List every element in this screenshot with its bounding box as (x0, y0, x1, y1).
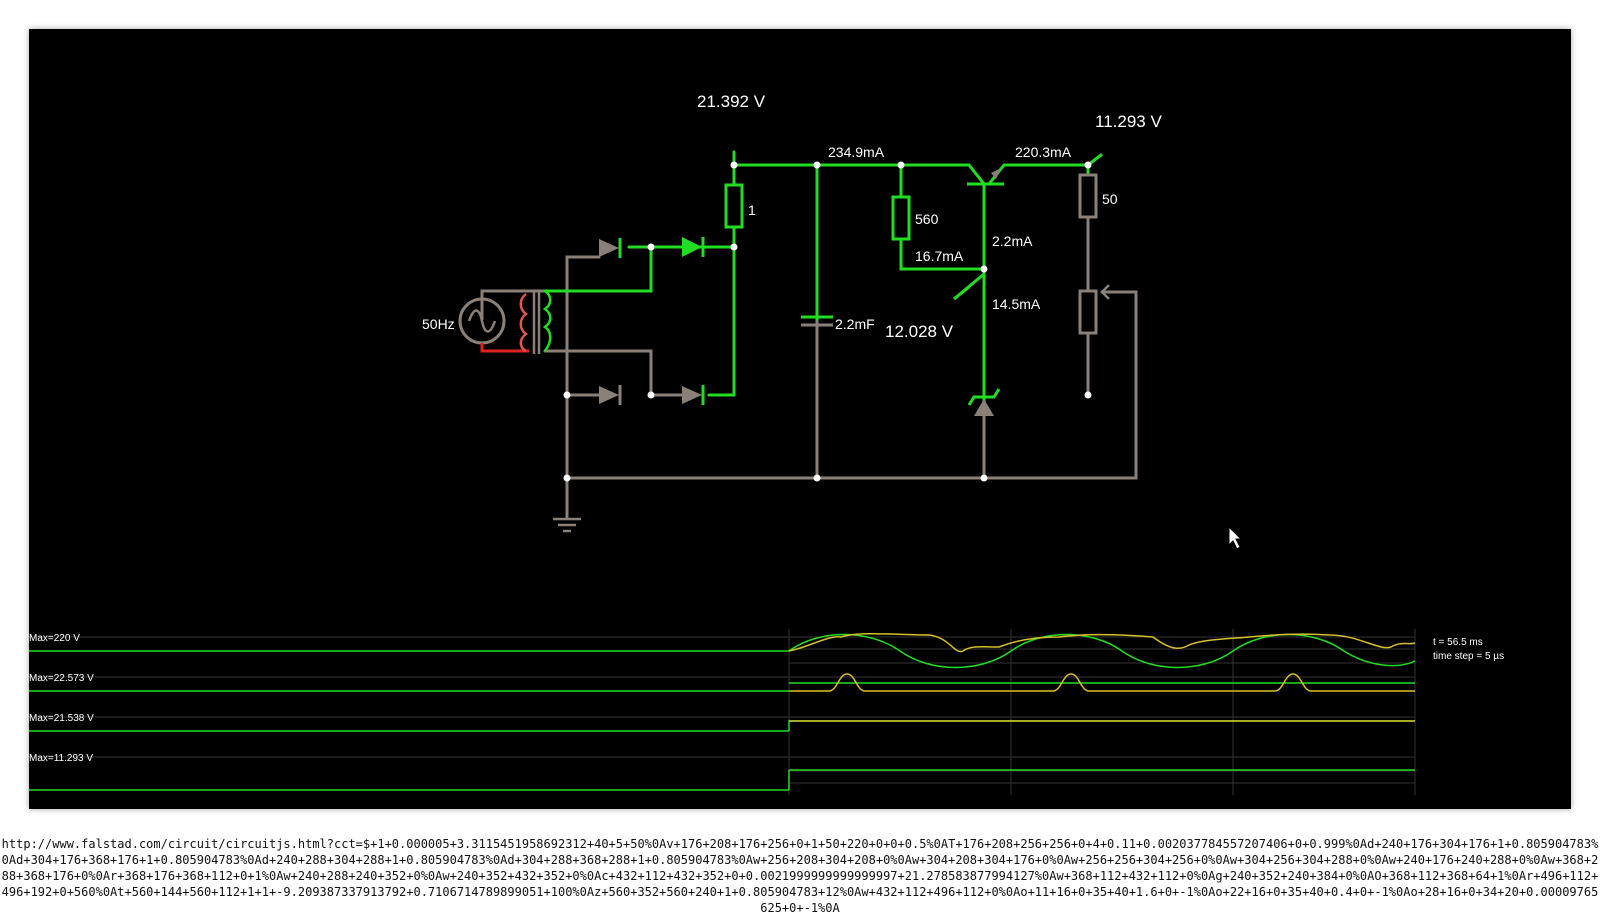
circuit-nodes (563, 161, 1092, 482)
scope-traces-green (29, 633, 1416, 791)
scope-grid (29, 629, 1416, 795)
scope-max-label: Max=220 V (29, 633, 80, 644)
ground-rail-wires (480, 217, 1138, 519)
diode-icon[interactable] (599, 238, 622, 258)
scope-traces-yellow (788, 632, 1416, 722)
potentiometer-icon[interactable] (1078, 289, 1098, 335)
capacitor-icon[interactable] (801, 315, 833, 327)
mouse-cursor-icon (1228, 525, 1243, 550)
scope-max-label: Max=21.538 V (29, 713, 94, 724)
zener-diode-icon[interactable] (967, 388, 1001, 416)
ground-symbol (553, 517, 581, 533)
source-frequency-label: 50Hz (422, 316, 455, 332)
potentiometer-wiper-icon (1101, 284, 1114, 300)
scope-timestep-label: time step = 5 µs (1433, 651, 1504, 662)
current-label: 234.9mA (828, 144, 885, 160)
scope-panel[interactable]: Max=220 V Max=22.573 V Max=21.538 V Max=… (29, 629, 1504, 795)
resistor-50-icon[interactable] (1078, 173, 1098, 219)
current-label: 14.5mA (992, 296, 1041, 312)
resistor-value-label: 50 (1102, 191, 1118, 207)
voltage-label: 12.028 V (885, 322, 954, 341)
scope-time-label: t = 56.5 ms (1433, 637, 1483, 648)
capacitor-value-label: 2.2mF (835, 316, 875, 332)
transistor-icon[interactable] (967, 164, 1006, 186)
transistor-icon[interactable] (953, 272, 985, 301)
scope-max-label: Max=11.293 V (29, 753, 93, 764)
current-label: 2.2mA (992, 233, 1033, 249)
diode-icon[interactable] (599, 385, 622, 405)
current-label: 16.7mA (915, 248, 964, 264)
positive-wires (543, 150, 1103, 411)
ac-source-icon[interactable] (458, 297, 529, 353)
circuit-url-text[interactable]: http://www.falstad.com/circuit/circuitjs… (1, 837, 1599, 912)
resistor-1-icon[interactable] (724, 183, 744, 229)
circuit-canvas[interactable]: 21.392 V 11.293 V 12.028 V 234.9mA 220.3… (29, 29, 1571, 809)
circuit-schematic[interactable]: 21.392 V 11.293 V 12.028 V 234.9mA 220.3… (29, 29, 1571, 809)
diode-icon[interactable] (682, 385, 705, 405)
resistor-value-label: 560 (915, 211, 939, 227)
voltage-label: 11.293 V (1095, 112, 1162, 131)
voltage-label: 21.392 V (697, 92, 766, 111)
resistor-value-label: 1 (748, 202, 756, 218)
transformer-icon[interactable] (519, 289, 552, 354)
scope-max-label: Max=22.573 V (29, 673, 94, 684)
current-label: 220.3mA (1015, 144, 1072, 160)
diode-icon[interactable] (682, 237, 705, 257)
resistor-560-icon[interactable] (891, 195, 911, 241)
